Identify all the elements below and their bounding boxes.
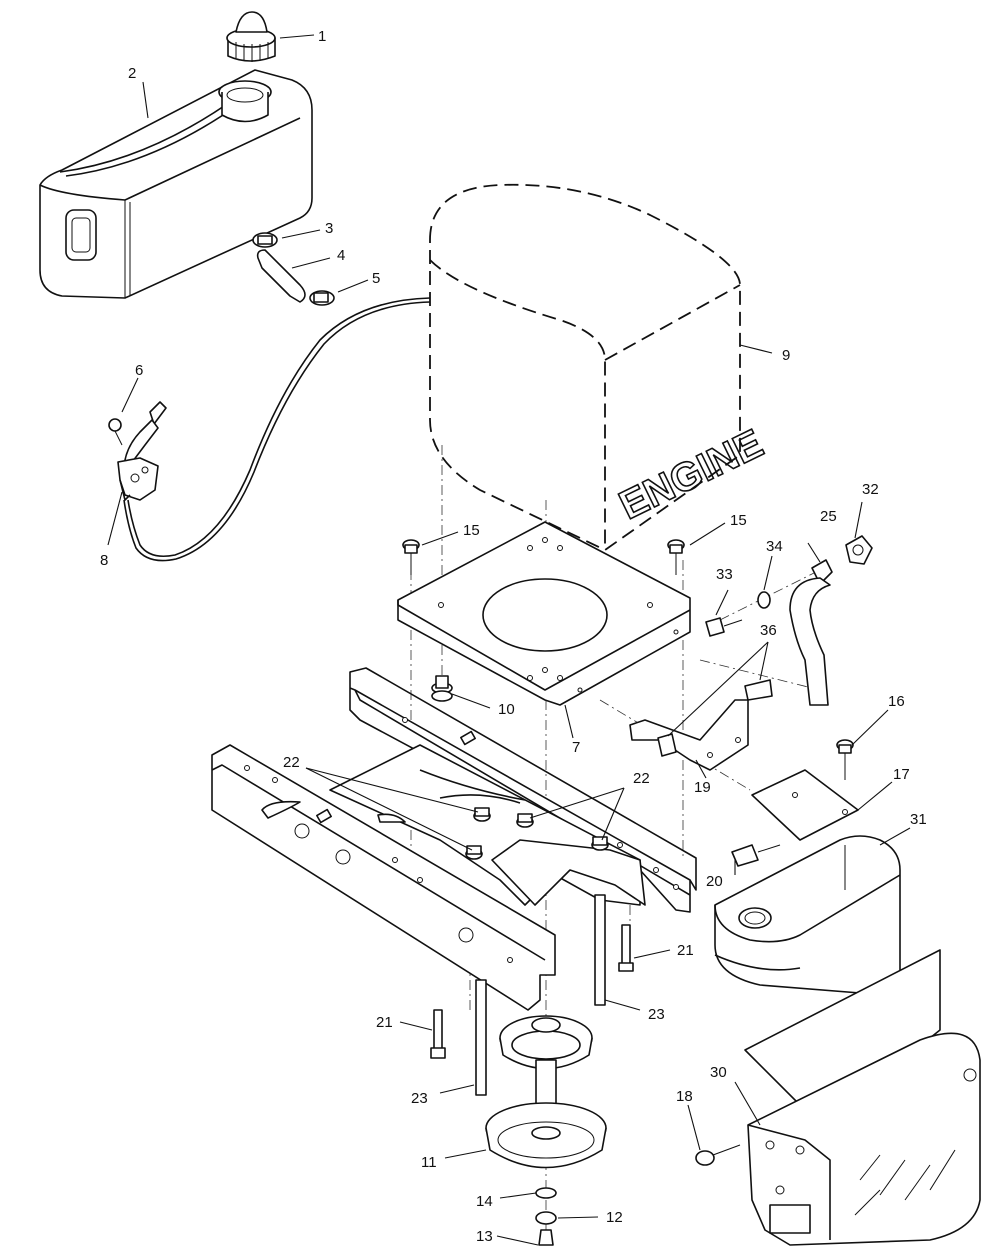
callout-32: 32 [862, 481, 879, 498]
callout-2: 2 [128, 65, 136, 82]
callout-23a: 23 [648, 1006, 665, 1023]
muffler-bracket [629, 679, 773, 771]
callout-25: 25 [820, 508, 837, 525]
callout-13: 13 [476, 1228, 493, 1245]
fuel-tank [39, 69, 313, 299]
pulley-assembly [485, 1015, 607, 1246]
callout-22a: 22 [283, 754, 300, 771]
callout-9: 9 [782, 347, 790, 364]
callout-16: 16 [888, 693, 905, 710]
callout-7: 7 [572, 739, 580, 756]
callout-15a: 15 [463, 522, 480, 539]
callout-15b: 15 [730, 512, 747, 529]
callout-17: 17 [893, 766, 910, 783]
callout-19: 19 [694, 779, 711, 796]
callout-23b: 23 [411, 1090, 428, 1107]
callout-20: 20 [706, 873, 723, 890]
callout-12: 12 [606, 1209, 623, 1226]
callout-30: 30 [710, 1064, 727, 1081]
callout-8: 8 [100, 552, 108, 569]
exhaust-pipe [705, 535, 873, 706]
callout-11: 11 [421, 1154, 437, 1171]
callout-1: 1 [318, 28, 326, 45]
muffler-heat-shield [695, 949, 981, 1246]
callout-18: 18 [676, 1088, 693, 1105]
callout-10: 10 [498, 701, 515, 718]
frame-assembly [211, 667, 697, 1011]
throttle-cable [123, 297, 431, 562]
callout-21b: 21 [376, 1014, 393, 1031]
callout-22b: 22 [633, 770, 650, 787]
engine-mount-plate [397, 521, 691, 706]
leader-lines [107, 34, 911, 1246]
engine-outline: ENGINE [429, 183, 771, 552]
callout-33: 33 [716, 566, 733, 583]
callout-34: 34 [766, 538, 783, 555]
callout-4: 4 [337, 247, 345, 264]
callout-labels: 1 2 3 4 5 6 7 8 9 10 11 12 13 14 15 15 1… [100, 28, 927, 1245]
fasteners [402, 539, 685, 1096]
fuel-cap [226, 11, 276, 62]
callout-14: 14 [476, 1193, 493, 1210]
callout-36: 36 [760, 622, 777, 639]
callout-5: 5 [372, 270, 380, 287]
callout-3: 3 [325, 220, 333, 237]
callout-21a: 21 [677, 942, 694, 959]
callout-31: 31 [910, 811, 927, 828]
callout-6: 6 [135, 362, 143, 379]
throttle-control [108, 401, 167, 501]
fuel-line-assembly [252, 232, 335, 306]
